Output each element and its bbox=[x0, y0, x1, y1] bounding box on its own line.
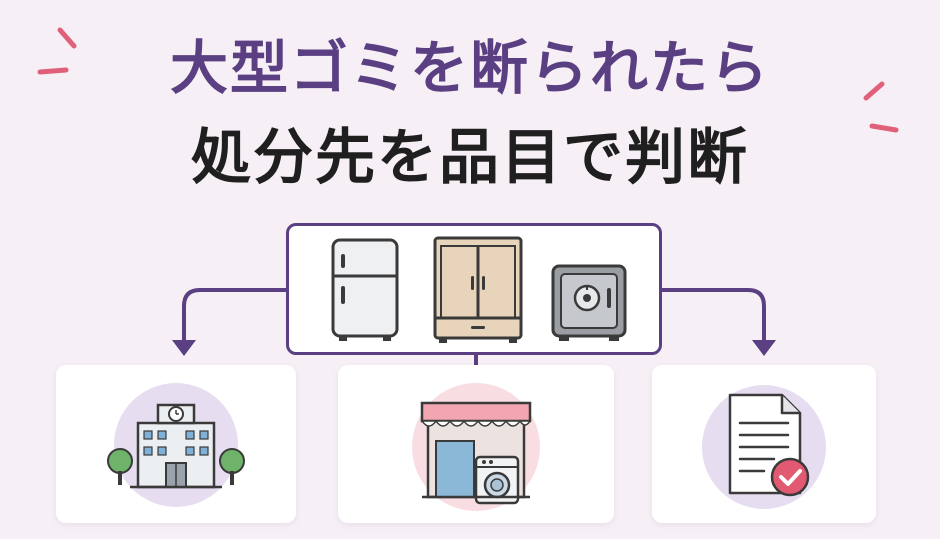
document-check-icon bbox=[728, 393, 810, 497]
destination-card-shop bbox=[338, 365, 614, 523]
title-line-1: 大型ゴミを断られたら bbox=[169, 34, 770, 102]
arrow-left-head bbox=[172, 340, 196, 356]
arrow-left-path bbox=[182, 288, 286, 342]
bulky-items-box bbox=[286, 223, 662, 355]
refrigerator-icon bbox=[331, 238, 399, 341]
municipal-office-icon bbox=[107, 403, 245, 489]
wardrobe-icon bbox=[433, 236, 523, 343]
shop-with-washer-icon bbox=[420, 401, 532, 505]
arrow-right-path bbox=[662, 288, 766, 342]
spark-line-right-1 bbox=[863, 81, 885, 101]
arrow-right-head bbox=[752, 340, 776, 356]
spark-line-right-2 bbox=[869, 123, 899, 133]
safe-icon bbox=[551, 264, 627, 341]
spark-line-left-1 bbox=[57, 27, 77, 49]
title-line-2: 処分先を品目で判断 bbox=[191, 123, 749, 193]
destination-card-municipal bbox=[56, 365, 296, 523]
spark-line-left-2 bbox=[37, 67, 69, 75]
destination-card-document bbox=[652, 365, 876, 523]
